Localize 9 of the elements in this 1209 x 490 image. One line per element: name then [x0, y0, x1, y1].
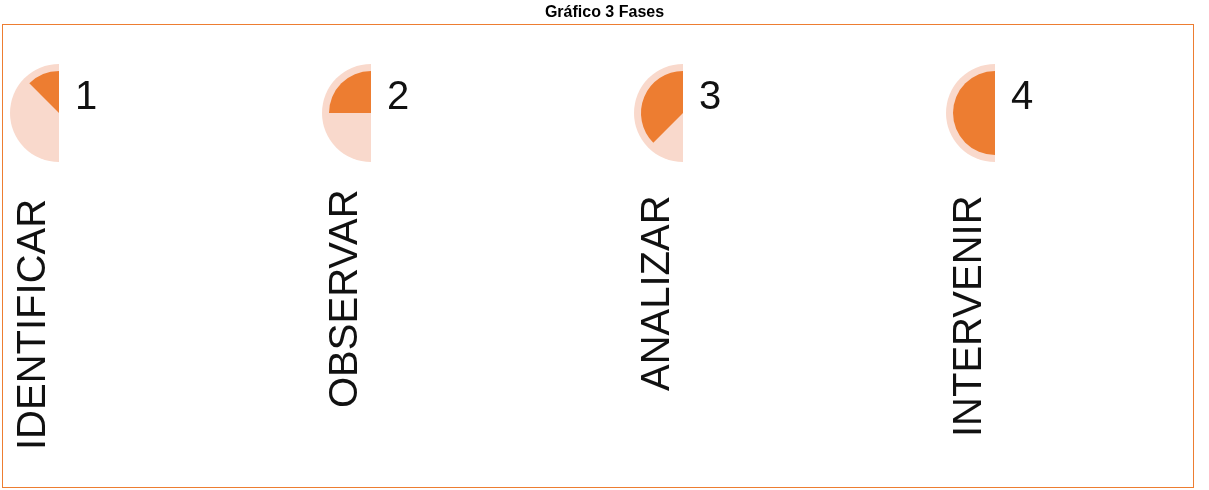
step-number: 2 [387, 75, 410, 115]
step-number: 4 [1011, 75, 1034, 115]
step-number: 1 [75, 75, 98, 115]
phase-label: OBSERVAR [323, 189, 363, 408]
chart-title: Gráfico 3 Fases [543, 3, 666, 21]
phase-label: INTERVENIR [947, 195, 987, 437]
phase-label: ANALIZAR [635, 195, 675, 391]
phase-label: IDENTIFICAR [11, 198, 51, 450]
step-number: 3 [699, 75, 722, 115]
